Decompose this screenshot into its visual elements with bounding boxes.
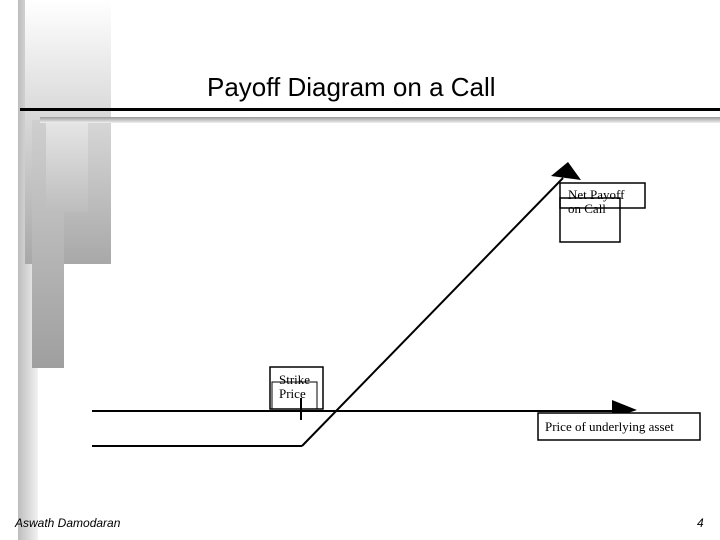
payoff-arrowhead: [551, 162, 581, 180]
net-payoff-box-inner: [559, 197, 621, 243]
strike-box-inner: [271, 381, 318, 410]
net-payoff-box-outer: [559, 182, 646, 209]
x-axis-label-box: [537, 412, 701, 441]
net-payoff-label: Net Payoff on Call: [568, 187, 625, 216]
payoff-slope-segment: [301, 177, 564, 447]
strike-price-label: Strike Price: [279, 372, 311, 401]
title-rule: [20, 108, 720, 111]
title-rule-shadow: [40, 117, 720, 123]
x-axis-label: Price of underlying asset: [545, 419, 674, 434]
page-title: Payoff Diagram on a Call: [207, 72, 496, 102]
page-number: 4: [697, 516, 704, 530]
footer-author: Aswath Damodaran: [15, 516, 121, 530]
decor-bar-4: [46, 120, 88, 212]
